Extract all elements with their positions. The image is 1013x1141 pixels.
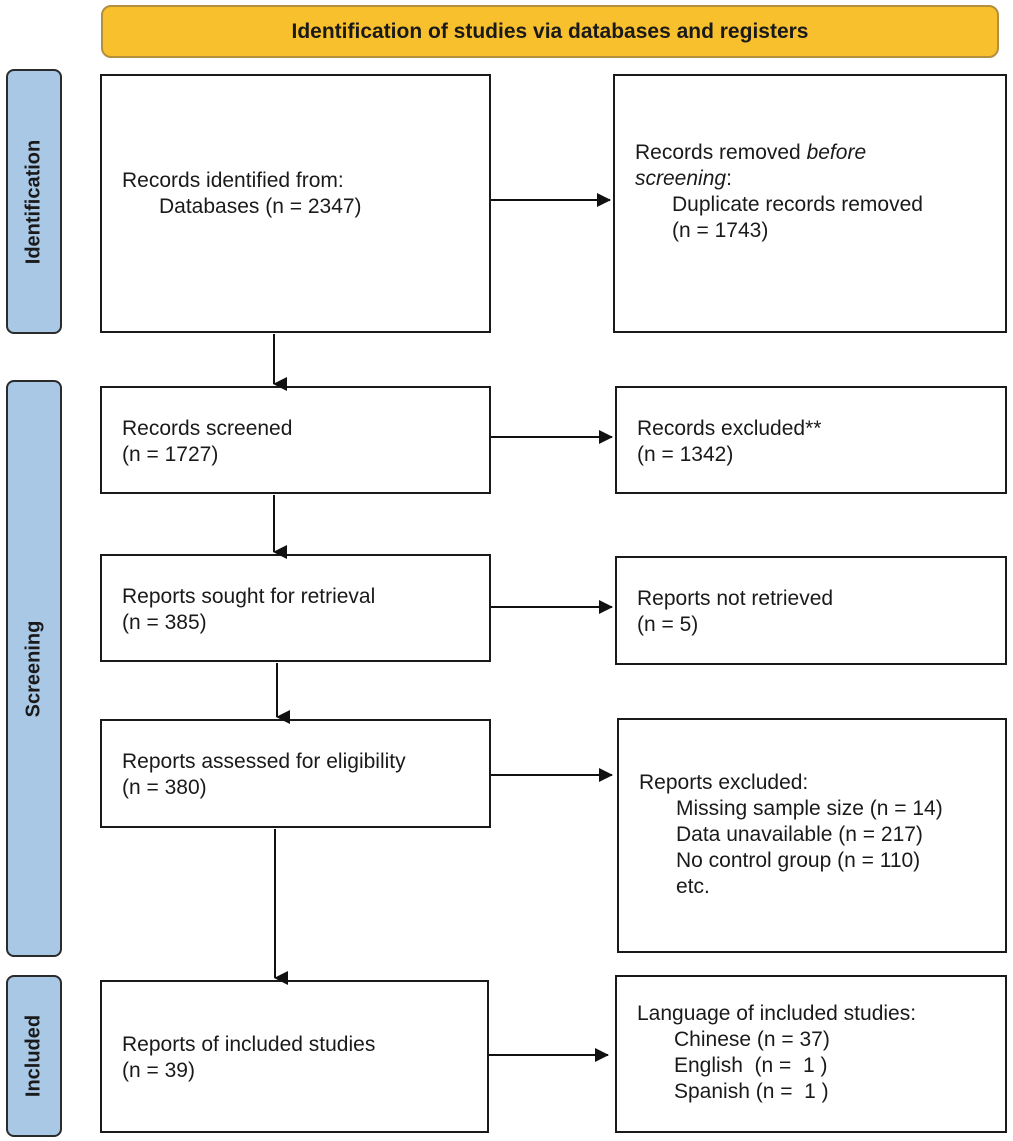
reports-included-count: (n = 39) [122, 1059, 195, 1082]
reports-assessed-label: Reports assessed for eligibility [122, 750, 406, 773]
exclusion-reason: Missing sample size (n = 14) [676, 797, 943, 820]
reports-sought-label: Reports sought for retrieval [122, 585, 376, 608]
records-removed-label-cont: screening: [635, 167, 732, 190]
records-excluded-box: Records excluded** (n = 1342) [615, 386, 1007, 494]
languages-box: Language of included studies: Chinese (n… [615, 975, 1007, 1133]
reports-excluded-box: Reports excluded: Missing sample size (n… [617, 718, 1007, 953]
reports-not-retrieved-box: Reports not retrieved (n = 5) [615, 556, 1007, 665]
reports-excluded-label: Reports excluded: [639, 771, 809, 794]
language-item: Chinese (n = 37) [674, 1028, 830, 1051]
reports-included-label: Reports of included studies [122, 1033, 376, 1056]
languages-label: Language of included studies: [637, 1002, 917, 1025]
language-item: English (n = 1 ) [674, 1054, 828, 1077]
records-screened-count: (n = 1727) [122, 443, 219, 466]
reports-assessed-box: Reports assessed for eligibility (n = 38… [100, 719, 491, 828]
header-title: Identification of studies via databases … [291, 19, 809, 43]
duplicate-records-count: (n = 1743) [672, 219, 769, 242]
header-banner: Identification of studies via databases … [101, 5, 999, 58]
duplicate-records-label: Duplicate records removed [672, 193, 923, 216]
reports-sought-count: (n = 385) [122, 611, 207, 634]
phase-screening: Screening [6, 380, 62, 957]
phase-identification: Identification [6, 69, 62, 334]
reports-sought-box: Reports sought for retrieval (n = 385) [100, 554, 491, 662]
records-screened-box: Records screened (n = 1727) [100, 386, 491, 494]
exclusion-reason: etc. [676, 875, 710, 898]
reports-assessed-count: (n = 380) [122, 776, 207, 799]
language-item: Spanish (n = 1 ) [674, 1080, 829, 1103]
records-excluded-label: Records excluded** [637, 417, 822, 440]
records-removed-label: Records removed before [635, 141, 867, 164]
exclusion-reason: Data unavailable (n = 217) [676, 823, 923, 846]
phase-included: Included [6, 975, 62, 1137]
records-removed-box: Records removed before screening: Duplic… [613, 74, 1007, 333]
records-identified-label: Records identified from: [122, 169, 344, 192]
reports-not-retrieved-count: (n = 5) [637, 613, 699, 636]
records-identified-box: Records identified from: Databases (n = … [100, 74, 491, 333]
exclusion-reason: No control group (n = 110) [676, 849, 921, 872]
reports-included-box: Reports of included studies (n = 39) [100, 980, 489, 1133]
records-excluded-count: (n = 1342) [637, 443, 734, 466]
records-identified-count: Databases (n = 2347) [159, 195, 362, 218]
reports-not-retrieved-label: Reports not retrieved [637, 587, 834, 610]
records-screened-label: Records screened [122, 417, 293, 440]
